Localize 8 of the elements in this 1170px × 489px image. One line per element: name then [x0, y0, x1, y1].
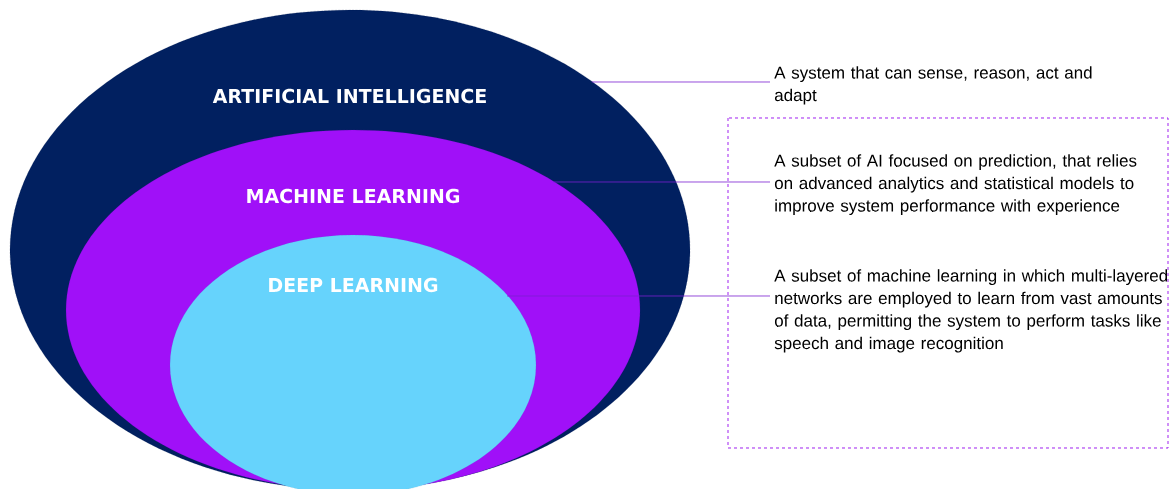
ellipse-region: DEEP LEARNING: [169, 234, 537, 489]
dashed-bracket-box: [727, 117, 1169, 449]
description-text: A subset of machine learning in which multi-layered networks are employed to learn from vast amounts of data, permitting the system to perform tasks like speech and image recognition: [774, 269, 1168, 353]
description-text: A system that can sense, reason, act and adapt: [774, 66, 1092, 105]
description-text: A subset of AI focused on prediction, that relies on advanced analytics and statistical models to improve system performance with experience: [774, 154, 1137, 216]
leader-line: [506, 295, 771, 297]
leader-line: [591, 81, 771, 83]
leader-line: [553, 181, 771, 183]
